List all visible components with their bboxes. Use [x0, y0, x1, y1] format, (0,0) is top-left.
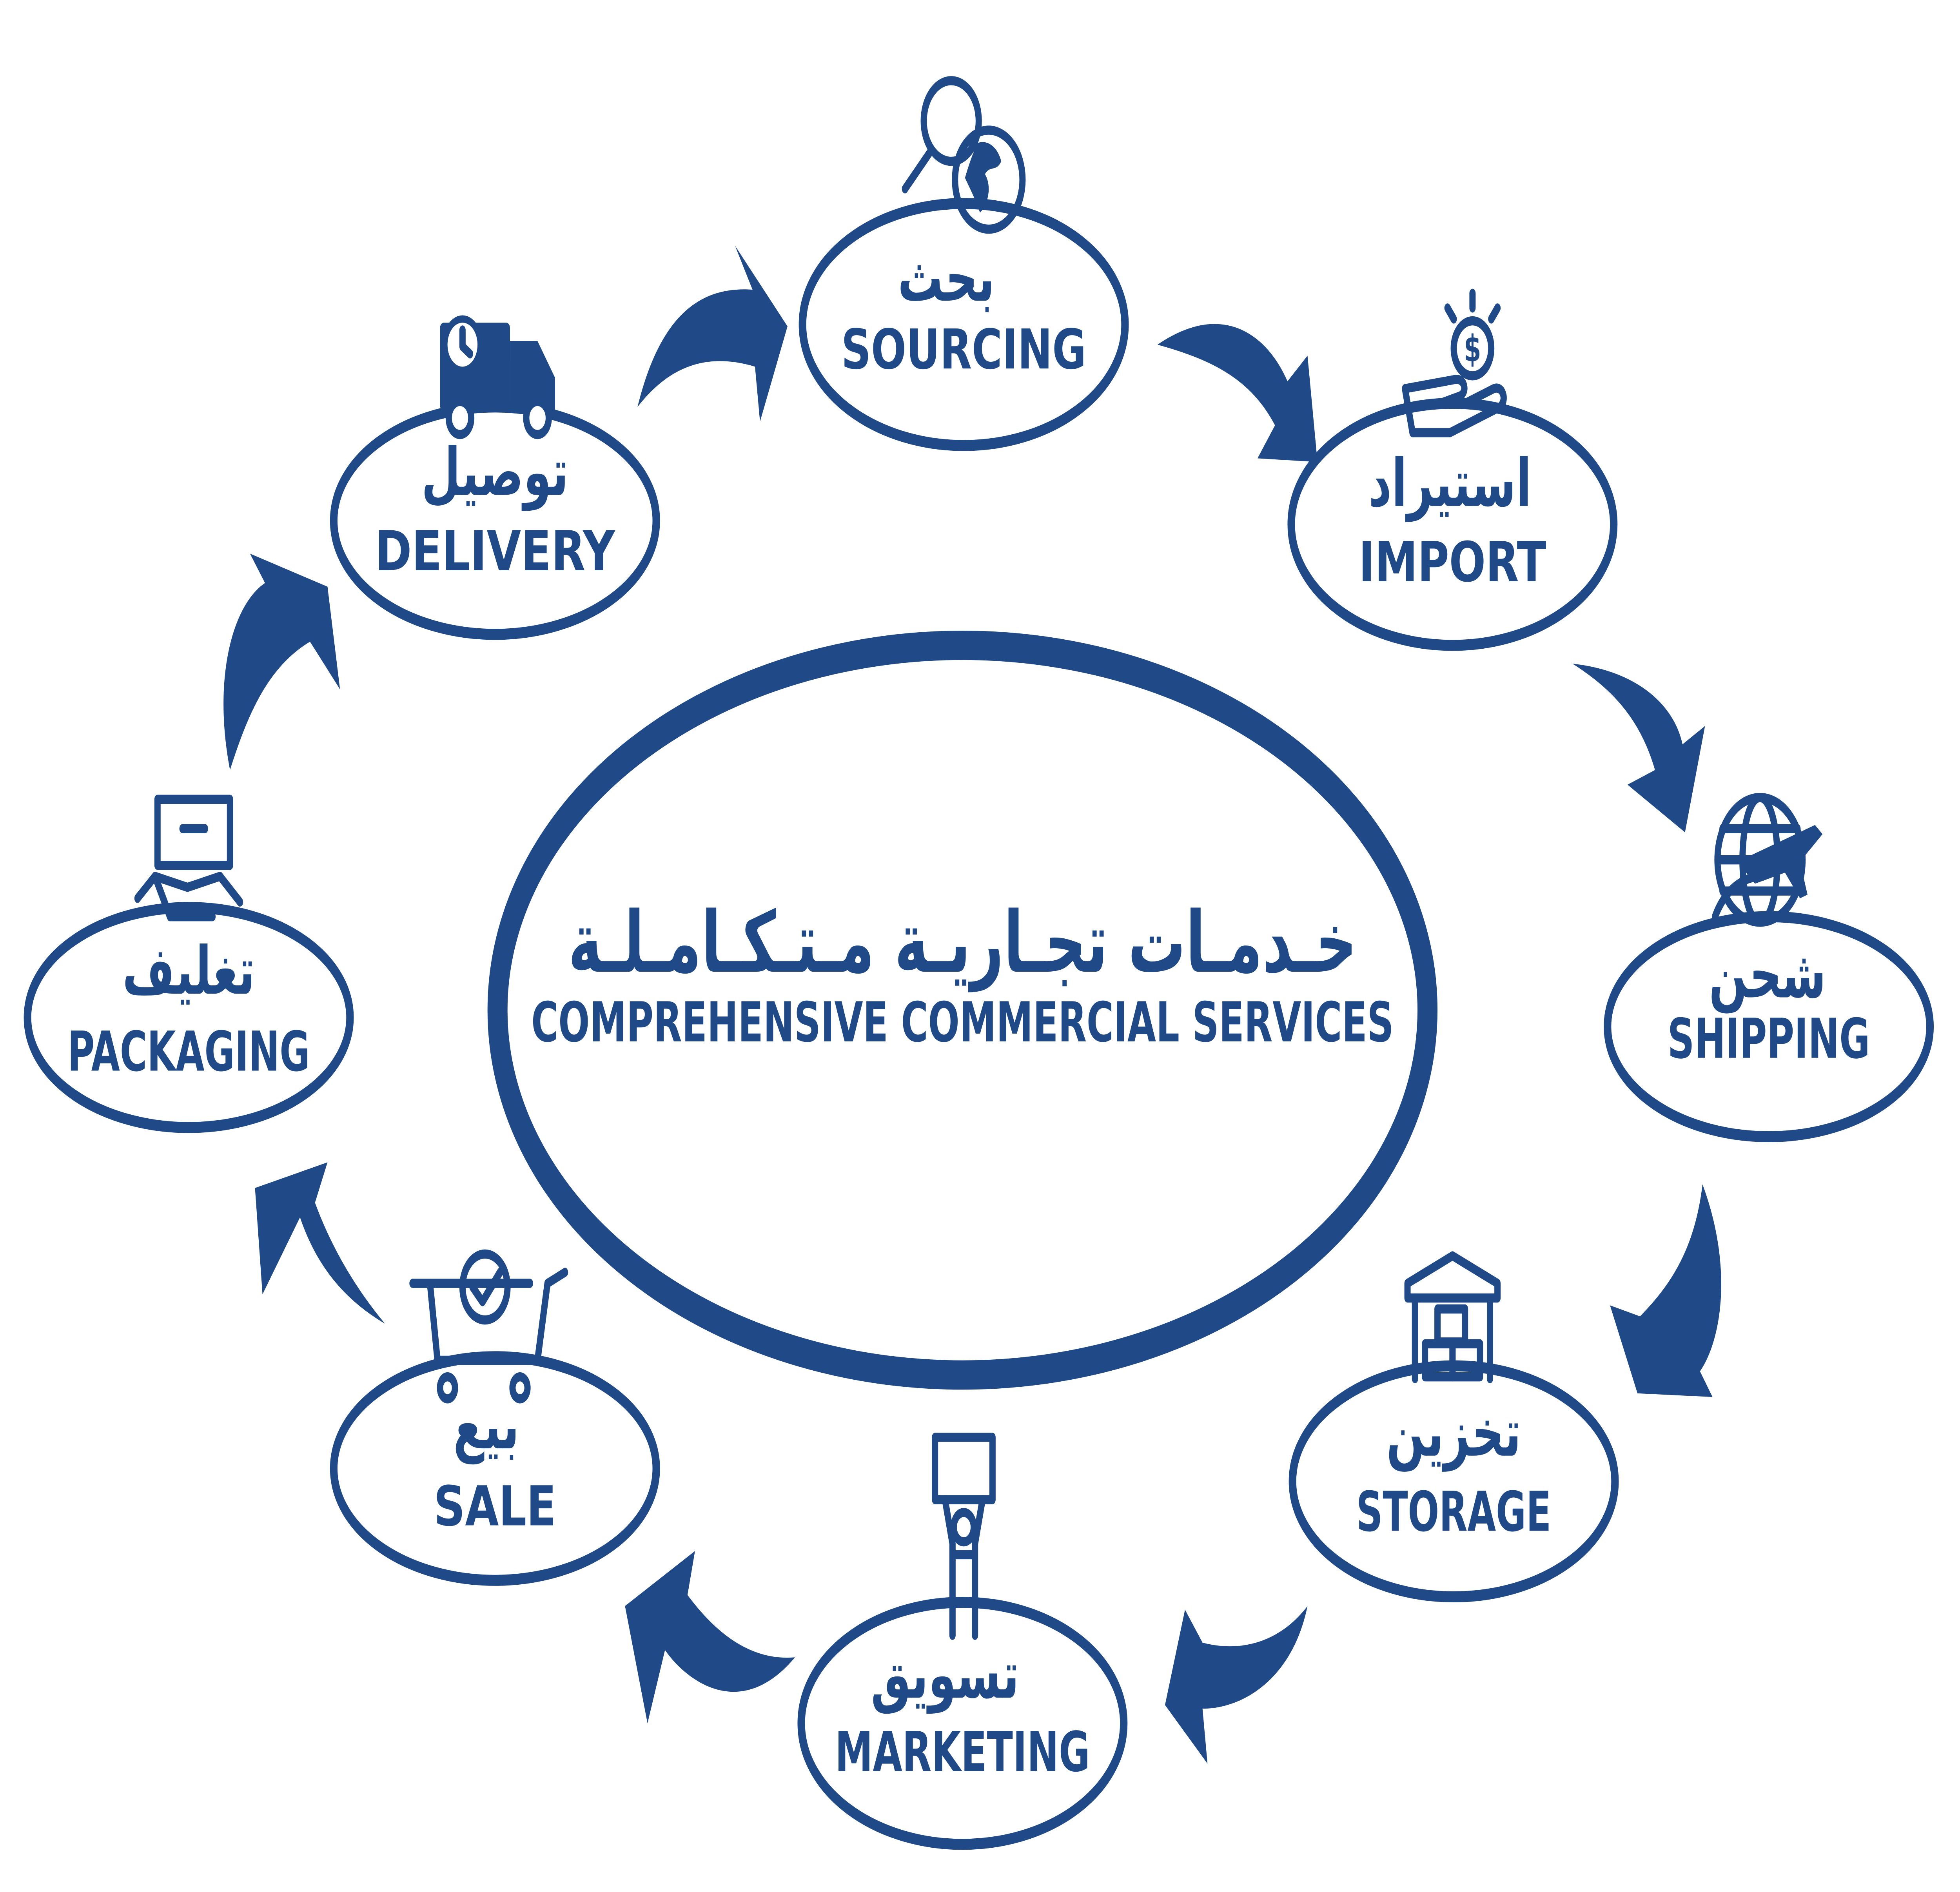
cycle-arrows: [223, 245, 1721, 1764]
step-label-english: SOURCING: [841, 318, 1086, 382]
center-title-arabic: خـدمـات تجـاريـة مـتـكـامـلـة: [568, 894, 1357, 992]
arrow-shipping-to-storage: [1610, 1184, 1721, 1397]
arrow-marketing-to-sale: [625, 1551, 795, 1723]
arrow-delivery-to-sourcing: [637, 245, 788, 422]
hand-dollar-coin-icon: $: [1402, 288, 1507, 437]
step-label-english: DELIVERY: [375, 520, 616, 583]
step-sourcing: بحث SOURCING: [799, 76, 1129, 451]
step-marketing: تسويق MARKETING: [797, 1433, 1128, 1850]
step-packaging: تغليف PACKAGING: [24, 795, 354, 1133]
step-label-english: STORAGE: [1356, 1480, 1551, 1544]
step-label-arabic: شحن: [1709, 936, 1826, 1013]
step-label-english: IMPORT: [1359, 531, 1546, 594]
step-label-arabic: تسويق: [871, 1636, 1019, 1714]
step-label-english: PACKAGING: [67, 1020, 310, 1084]
step-label-english: SALE: [434, 1475, 557, 1538]
arrow-storage-to-marketing: [1165, 1606, 1308, 1764]
step-label-arabic: تخزين: [1387, 1394, 1521, 1471]
arrow-import-to-shipping: [1572, 664, 1705, 833]
arrow-sale-to-packaging: [255, 1162, 385, 1324]
magnifier-globe-icon: [902, 76, 1026, 234]
step-import: استيراد IMPORT $: [1287, 288, 1618, 651]
center-node: خـدمـات تجـاريـة مـتـكـامـلـة COMPREHENS…: [487, 630, 1438, 1390]
step-storage: تخزين STORAGE: [1289, 1251, 1619, 1602]
step-label-arabic: توصيل: [421, 434, 568, 511]
arrow-packaging-to-delivery: [223, 553, 340, 770]
center-title-english: COMPREHENSIVE COMMERCIAL SERVICES: [531, 991, 1394, 1054]
svg-text:$: $: [1464, 327, 1481, 370]
globe-airplane-icon: [1712, 793, 1823, 927]
step-shipping: شحن SHIPPING: [1604, 793, 1934, 1142]
step-label-arabic: استيراد: [1368, 444, 1532, 522]
step-label-english: SHIPPING: [1668, 1007, 1870, 1071]
step-label-english: MARKETING: [835, 1721, 1090, 1784]
step-label-arabic: بحث: [898, 239, 995, 316]
warehouse-boxes-icon: [1404, 1251, 1501, 1384]
cart-check-icon: [409, 1249, 568, 1404]
hand-box-icon: [134, 795, 243, 922]
person-holding-box-icon: [932, 1433, 996, 1640]
arrow-sourcing-to-import: [1157, 324, 1318, 462]
step-label-arabic: تغليف: [122, 932, 255, 1009]
step-label-arabic: بيع: [453, 1387, 519, 1464]
truck-clock-icon: [440, 315, 555, 439]
step-sale: بيع SALE: [330, 1249, 660, 1586]
step-delivery: توصيل DELIVERY: [330, 315, 660, 640]
